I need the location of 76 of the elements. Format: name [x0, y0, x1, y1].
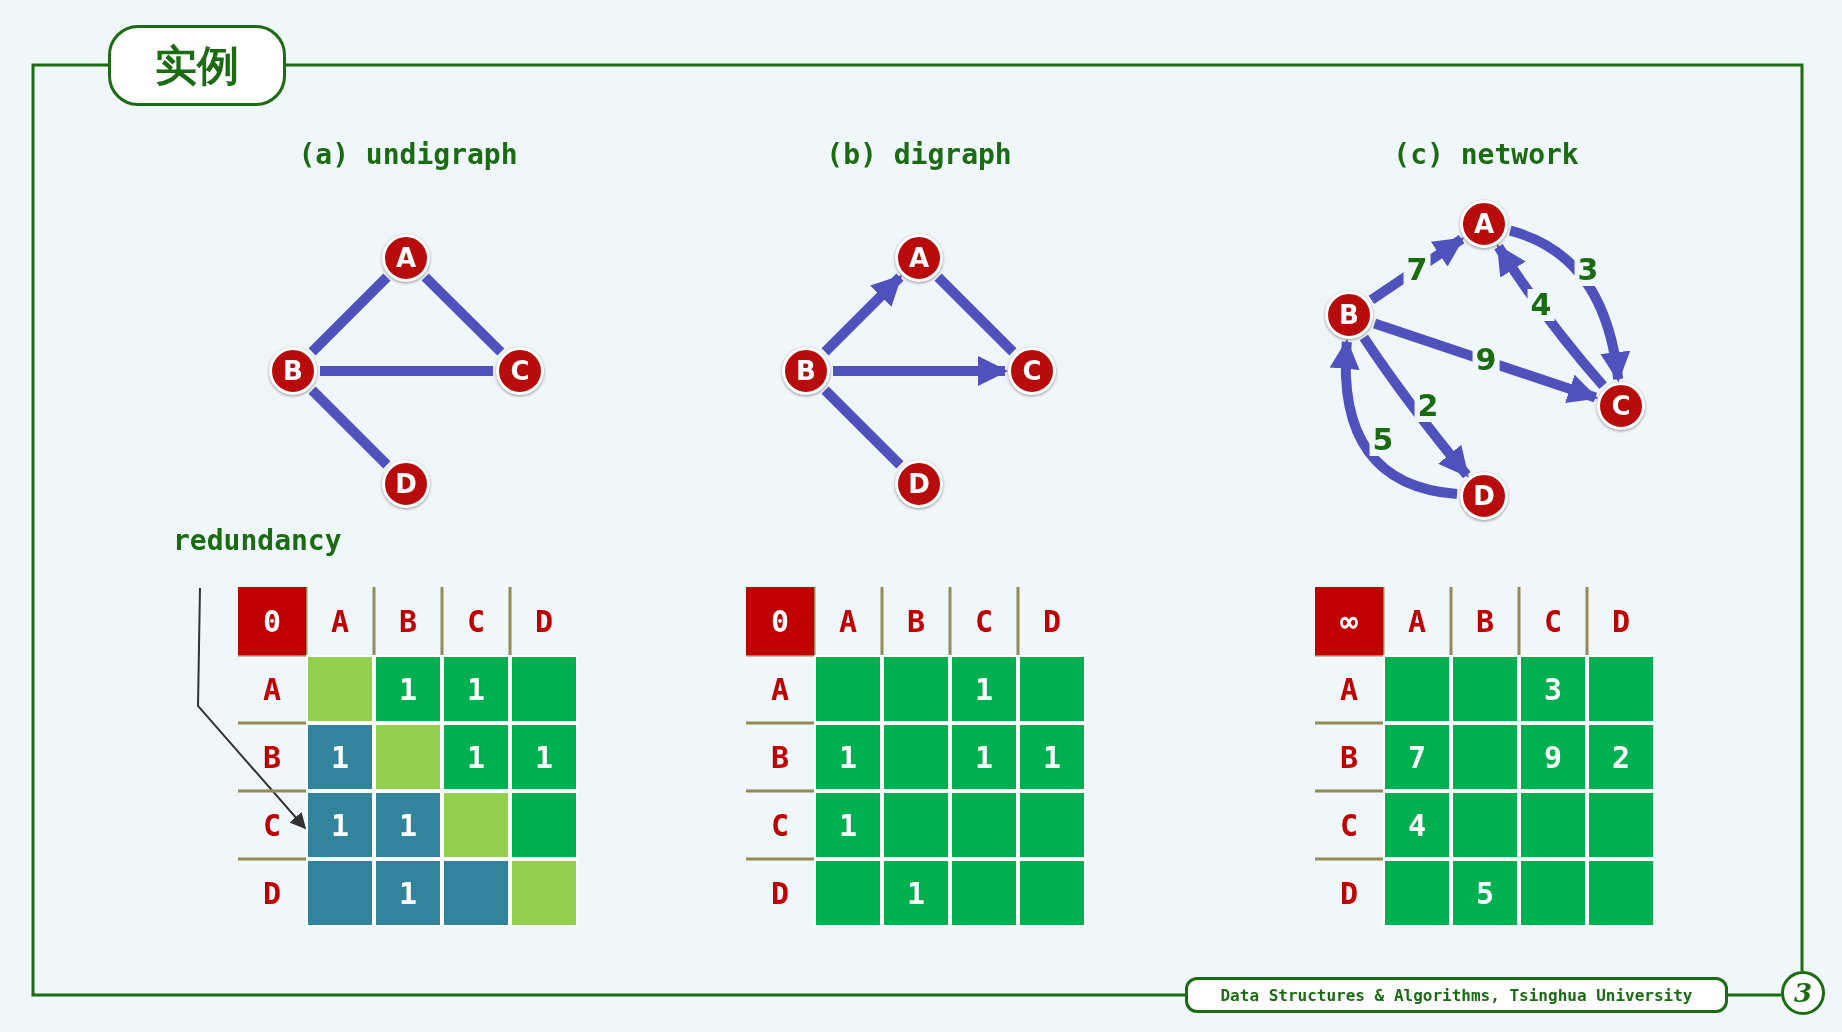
header-letter: A	[769, 670, 791, 709]
header-letter: C	[1542, 602, 1564, 641]
matrix-value: 5	[1451, 859, 1519, 927]
matrix-value: 9	[1519, 723, 1587, 791]
panel-heading: (c) network	[1392, 138, 1580, 171]
panel-heading: (b) digraph	[825, 138, 1013, 171]
matrix-value: 1	[306, 791, 374, 859]
matrix-value: 7	[1383, 723, 1451, 791]
edge-label: 7	[1403, 254, 1431, 286]
matrix-value: 1	[510, 723, 578, 791]
matrix-value: 1	[882, 859, 950, 927]
header-letter: A	[1406, 602, 1428, 641]
vertex-circle: D	[382, 460, 430, 508]
corner-symbol: ∞	[1315, 587, 1383, 655]
page-number: 3	[1781, 971, 1825, 1015]
arrow	[1330, 338, 1458, 499]
header-letter: D	[261, 874, 283, 913]
header-letter: D	[533, 602, 555, 641]
matrix-value: 1	[814, 723, 882, 791]
annotation-text: redundancy	[173, 524, 342, 557]
matrix-value: 1	[442, 723, 510, 791]
footer-box: Data Structures & Algorithms, Tsinghua University	[1185, 977, 1728, 1013]
header-letter: A	[329, 602, 351, 641]
matrix-value: 1	[306, 723, 374, 791]
vertex-circle: B	[1325, 291, 1373, 339]
arrow	[1494, 244, 1607, 390]
matrix-value: 1	[950, 655, 1018, 723]
vertex-circle: A	[1460, 200, 1508, 248]
vertex-circle: D	[895, 460, 943, 508]
vertex-circle: C	[1597, 382, 1645, 430]
header-letter: B	[1474, 602, 1496, 641]
matrix-value: 3	[1519, 655, 1587, 723]
arrow	[833, 356, 1008, 386]
vertex-circle: B	[782, 347, 830, 395]
edge-label: 4	[1527, 289, 1555, 321]
header-letter: C	[1338, 806, 1360, 845]
header-letter: D	[1610, 602, 1632, 641]
header-letter: B	[1338, 738, 1360, 777]
header-letter: A	[261, 670, 283, 709]
header-letter: C	[769, 806, 791, 845]
matrix-value: 1	[814, 791, 882, 859]
arrow	[1373, 318, 1599, 404]
header-letter: A	[837, 602, 859, 641]
matrix-value: 1	[1018, 723, 1086, 791]
header-letter: B	[769, 738, 791, 777]
header-letter: B	[905, 602, 927, 641]
arrow	[1508, 225, 1630, 383]
matrix-value: 2	[1587, 723, 1655, 791]
header-letter: D	[769, 874, 791, 913]
matrix-value: 1	[950, 723, 1018, 791]
title-tab: 实例	[108, 25, 286, 106]
matrix-value: 1	[442, 655, 510, 723]
vertex-circle: A	[382, 234, 430, 282]
header-letter: A	[1338, 670, 1360, 709]
panel-heading: (a) undigraph	[297, 138, 519, 171]
vertex-circle: C	[1008, 347, 1056, 395]
arrow	[1359, 334, 1471, 479]
vertex-circle: A	[895, 234, 943, 282]
leader-line	[197, 587, 307, 830]
matrix-value: 1	[374, 859, 442, 927]
header-letter: C	[973, 602, 995, 641]
header-letter: C	[465, 602, 487, 641]
matrix-value: 4	[1383, 791, 1451, 859]
header-letter: B	[261, 738, 283, 777]
vertex-circle: B	[269, 347, 317, 395]
corner-symbol: 0	[238, 587, 306, 655]
vertex-circle: C	[496, 347, 544, 395]
matrix-value: 1	[374, 791, 442, 859]
corner-symbol: 0	[746, 587, 814, 655]
vertex-circle: D	[1460, 472, 1508, 520]
header-letter: D	[1338, 874, 1360, 913]
header-letter: C	[261, 806, 283, 845]
header-letter: D	[1041, 602, 1063, 641]
arrow	[821, 273, 904, 356]
matrix-value: 1	[374, 655, 442, 723]
header-letter: B	[397, 602, 419, 641]
